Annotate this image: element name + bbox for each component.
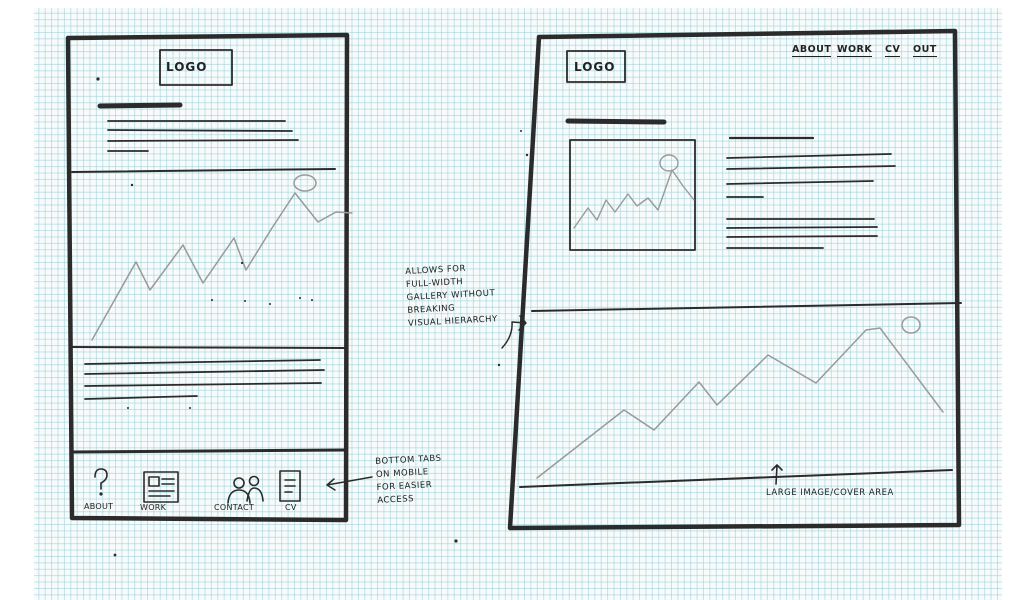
mobile-frame bbox=[65, 32, 350, 523]
desktop-cover-mountains bbox=[536, 327, 944, 479]
desktop-logo-box bbox=[566, 50, 626, 83]
desktop-text-line bbox=[726, 165, 896, 170]
mobile-logo[interactable]: LOGO bbox=[166, 60, 208, 74]
desktop-text-line bbox=[726, 180, 874, 185]
bottom-tabs-note: BOTTOM TABS ON MOBILE FOR EASIER ACCESS bbox=[375, 453, 444, 508]
desktop-heading-bar bbox=[565, 118, 667, 125]
desktop-frame bbox=[507, 28, 962, 531]
desktop-image-thumbnail bbox=[569, 139, 696, 251]
mobile-hero-bottom-divider bbox=[71, 346, 346, 349]
mobile-text-line bbox=[84, 369, 325, 375]
ink-specks bbox=[96, 77, 529, 557]
mobile-hero-top-divider bbox=[71, 168, 336, 173]
desktop-logo[interactable]: LOGO bbox=[574, 60, 616, 74]
mobile-tabbar-divider bbox=[70, 448, 348, 454]
mobile-heading-bar bbox=[97, 102, 183, 109]
nav-out[interactable]: OUT bbox=[913, 44, 937, 57]
tab-about[interactable]: ABOUT bbox=[84, 502, 114, 511]
mobile-logo-box bbox=[159, 49, 233, 86]
mobile-text-line bbox=[84, 395, 198, 400]
mobile-text-line bbox=[107, 139, 299, 142]
desktop-thumbnail-sun bbox=[659, 154, 679, 172]
tab-cv[interactable]: CV bbox=[285, 503, 297, 512]
desktop-cover-top-divider bbox=[531, 302, 962, 312]
nav-about[interactable]: ABOUT bbox=[792, 44, 832, 57]
desktop-text-line bbox=[726, 235, 878, 238]
mobile-hero-sun bbox=[293, 174, 317, 192]
mobile-text-line bbox=[84, 382, 322, 387]
tab-contact[interactable]: CONTACT bbox=[214, 503, 255, 512]
desktop-thumbnail-mountains bbox=[573, 169, 695, 229]
mobile-text-line bbox=[84, 359, 321, 365]
portfolio-icon bbox=[143, 471, 179, 503]
question-icon bbox=[94, 468, 108, 496]
tab-work[interactable]: WORK bbox=[140, 503, 167, 512]
left-arrow-icon bbox=[326, 476, 373, 491]
people-icon bbox=[227, 475, 264, 504]
desktop-cover-bottom-divider bbox=[519, 469, 953, 488]
mobile-text-line bbox=[107, 129, 293, 132]
nav-work[interactable]: WORK bbox=[837, 44, 873, 57]
right-arrow-icon bbox=[501, 315, 527, 349]
up-arrow-icon bbox=[771, 464, 783, 485]
document-icon bbox=[279, 470, 301, 502]
desktop-cover-sun bbox=[901, 316, 921, 334]
full-width-note: ALLOWS FOR FULL-WIDTH GALLERY WITHOUT BR… bbox=[405, 261, 498, 331]
mobile-hero-mountains bbox=[91, 192, 353, 341]
desktop-text-line bbox=[726, 153, 892, 159]
nav-cv[interactable]: CV bbox=[885, 44, 901, 57]
large-image-note: LARGE IMAGE/COVER AREA bbox=[766, 488, 894, 498]
desktop-text-line bbox=[726, 226, 878, 229]
